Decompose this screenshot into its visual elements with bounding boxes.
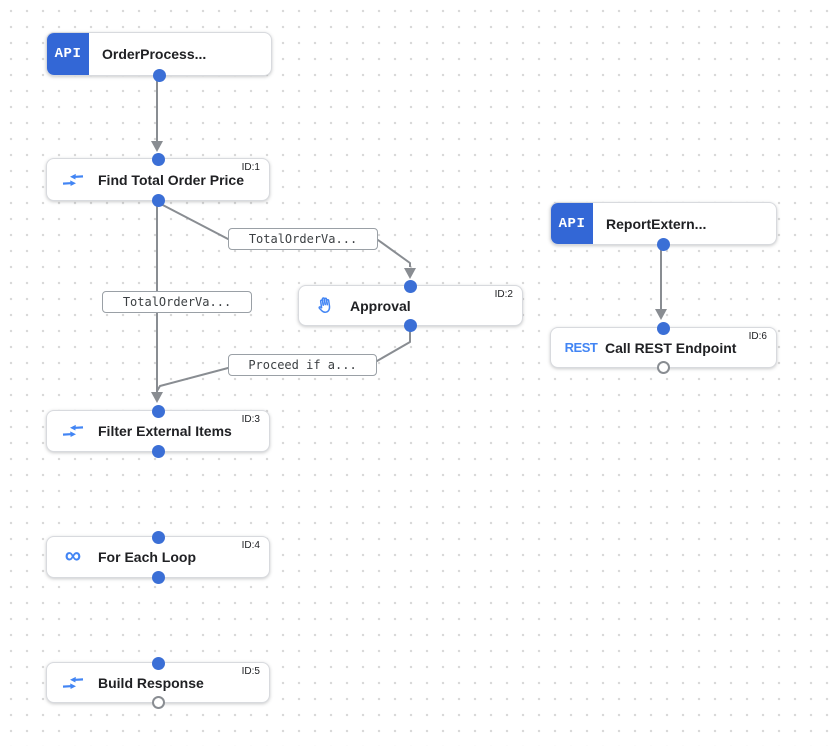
approval-hand-icon [313, 294, 337, 318]
api-trigger-icon: API [551, 203, 593, 244]
task-id-badge: ID:1 [241, 162, 260, 173]
edge-label-totalorderva-2[interactable]: TotalOrderVa... [102, 291, 252, 313]
node-task-approval[interactable]: Approval ID:2 [298, 279, 523, 332]
task-id-badge: ID:5 [241, 666, 260, 677]
task-id-badge: ID:6 [748, 331, 767, 342]
node-title: ReportExtern... [606, 215, 707, 232]
output-connector-dot[interactable] [151, 444, 165, 458]
input-connector-dot[interactable] [151, 152, 165, 166]
edge-label-totalorderva-1[interactable]: TotalOrderVa... [228, 228, 378, 250]
input-connector-dot[interactable] [151, 530, 165, 544]
node-title: For Each Loop [98, 549, 196, 565]
node-api-trigger-orderprocess[interactable]: API OrderProcess... [46, 32, 272, 82]
task-id-badge: ID:3 [241, 414, 260, 425]
node-title: Call REST Endpoint [605, 339, 737, 356]
output-connector-dot-empty[interactable] [657, 360, 670, 374]
output-connector-dot[interactable] [152, 68, 166, 82]
for-each-loop-icon: ∞ [64, 541, 82, 568]
node-title: Approval [350, 297, 411, 314]
arrowhead-filter [151, 392, 163, 403]
output-connector-dot[interactable] [151, 193, 165, 207]
node-api-trigger-reportextern[interactable]: API ReportExtern... [550, 202, 777, 251]
edge-find-to-approval [156, 201, 411, 267]
node-title: OrderProcess... [102, 46, 207, 62]
input-connector-dot[interactable] [151, 404, 165, 418]
output-connector-dot[interactable] [151, 570, 165, 584]
node-task-find-total-order-price[interactable]: Find Total Order Price ID:1 [46, 152, 270, 207]
rest-task-icon: REST [564, 340, 598, 355]
api-trigger-icon: API [47, 33, 89, 75]
edge-label-proceed-if[interactable]: Proceed if a... [228, 354, 377, 376]
task-id-badge: ID:4 [241, 540, 260, 551]
data-mapping-icon [61, 671, 85, 695]
output-connector-dot[interactable] [404, 318, 417, 332]
arrowhead-find [151, 141, 163, 152]
node-task-call-rest-endpoint[interactable]: REST Call REST Endpoint ID:6 [550, 321, 777, 374]
arrowhead-rest [655, 309, 667, 320]
data-mapping-icon [61, 419, 85, 443]
node-title: Find Total Order Price [98, 171, 244, 188]
node-task-for-each-loop[interactable]: ∞ For Each Loop ID:4 [46, 530, 270, 584]
task-id-badge: ID:2 [494, 289, 513, 300]
output-connector-dot[interactable] [657, 237, 670, 251]
node-task-build-response[interactable]: Build Response ID:5 [46, 656, 270, 709]
input-connector-dot[interactable] [151, 656, 165, 670]
node-title: Filter External Items [98, 423, 232, 439]
input-connector-dot[interactable] [657, 321, 670, 335]
node-task-filter-external-items[interactable]: Filter External Items ID:3 [46, 404, 270, 458]
data-mapping-icon [61, 168, 85, 192]
output-connector-dot-empty[interactable] [151, 695, 165, 709]
node-title: Build Response [98, 674, 204, 691]
arrowhead-approval [404, 268, 416, 279]
input-connector-dot[interactable] [404, 279, 417, 293]
